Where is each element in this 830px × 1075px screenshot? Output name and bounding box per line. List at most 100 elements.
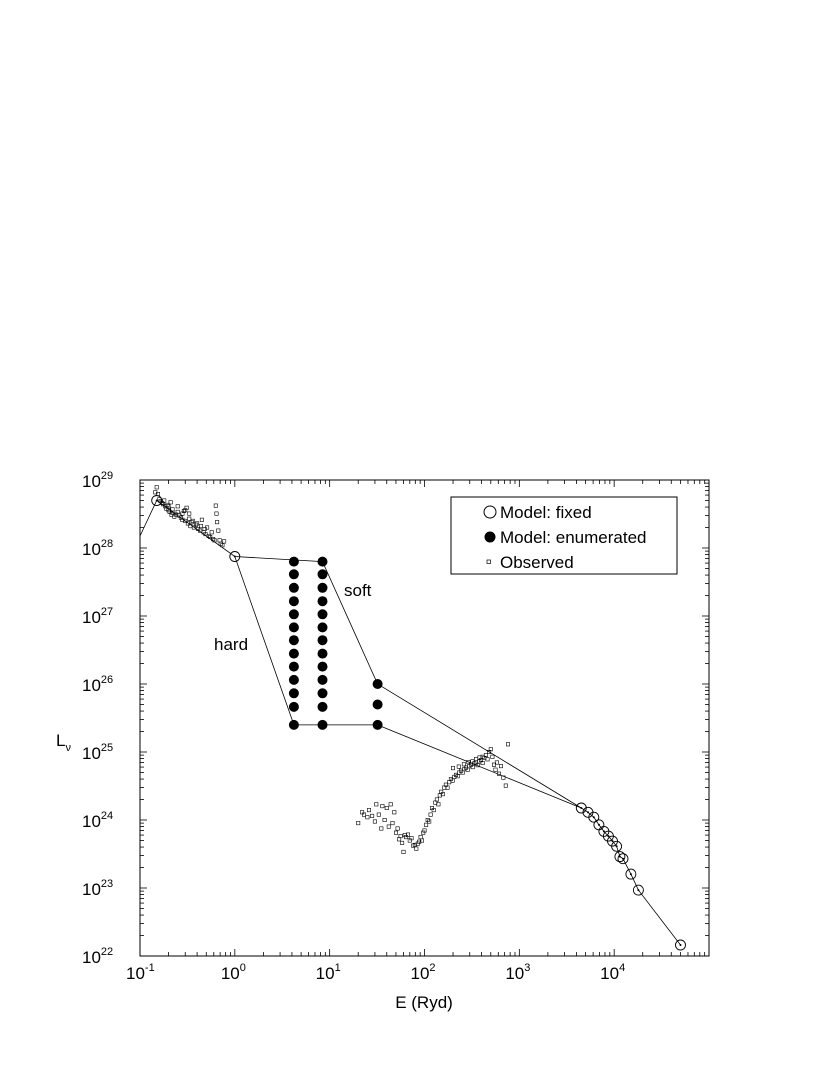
observed-point [194, 522, 199, 527]
observed-point [189, 520, 194, 525]
fixed-point-center [611, 840, 614, 843]
observed-point [190, 518, 195, 523]
observed-point [195, 521, 200, 526]
observed-point [215, 520, 220, 525]
fixed-point-center [233, 555, 236, 558]
enumerated-point [317, 596, 328, 607]
fixed-points [151, 495, 686, 951]
enumerated-point [288, 609, 299, 620]
enumerated-point [317, 674, 328, 685]
enumerated-point [288, 674, 299, 685]
fixed-point-center [580, 807, 583, 809]
observed-point [421, 830, 426, 835]
observed-point [212, 538, 217, 543]
observed-point [175, 504, 180, 509]
x-axis-label: E (Ryd) [395, 993, 453, 1012]
x-tick-label: 100 [221, 962, 246, 983]
x-tick-label: 10-1 [126, 962, 155, 983]
observed-point [214, 511, 219, 516]
observed-point [427, 819, 432, 824]
observed-point [456, 764, 461, 769]
observed-point [470, 759, 475, 764]
observed-point [361, 812, 366, 817]
observed-point [372, 819, 377, 824]
fixed-point [625, 868, 637, 880]
observed-point [440, 792, 445, 797]
y-tick-label: 1029 [82, 470, 113, 491]
x-tick-label: 104 [600, 962, 625, 983]
legend: Model: fixed Model: enumerated Observed [450, 496, 678, 575]
observed-point [414, 846, 419, 851]
fixed-point-center [622, 857, 624, 860]
observed-point [165, 502, 170, 507]
observed-point [474, 756, 479, 761]
observed-point [208, 534, 213, 539]
enumerated-point [317, 635, 328, 646]
observed-point [154, 485, 159, 490]
fixed-point [632, 884, 644, 896]
fixed-point-center [618, 855, 621, 858]
observed-point [395, 826, 400, 831]
enumerated-point [317, 622, 328, 633]
legend-label-observed: Observed [500, 553, 574, 572]
enumerated-point [317, 569, 328, 580]
observed-point [485, 757, 490, 762]
y-tick-label: 1024 [82, 810, 113, 831]
observed-point [180, 517, 185, 522]
observed-point [217, 538, 222, 543]
enumerated-point [372, 679, 383, 689]
observed-point [392, 810, 397, 815]
observed-point [390, 821, 395, 826]
observed-point [488, 747, 493, 752]
fixed-point-center [602, 830, 605, 833]
enumerated-point [288, 719, 299, 730]
y-tick-label: 1028 [82, 538, 113, 559]
model-line-hard [234, 556, 582, 809]
fixed-point-center [637, 889, 640, 892]
x-tick-label: 103 [505, 962, 530, 983]
fixed-point-center [629, 873, 632, 876]
fixed-point-center [679, 944, 682, 946]
observed-point [356, 821, 361, 826]
observed-point [419, 838, 424, 843]
observed-point [175, 509, 180, 514]
observed-point [503, 783, 508, 788]
fixed-point-center [155, 499, 158, 502]
observed-point [428, 812, 433, 817]
legend-marker-observed [486, 559, 491, 564]
enumerated-point [317, 609, 328, 620]
observed-point [496, 771, 501, 776]
enumerated-point [288, 582, 299, 593]
y-tick-label: 1026 [82, 674, 113, 695]
enumerated-point [288, 648, 299, 659]
y-tick-label: 1022 [82, 946, 113, 967]
observed-point [417, 839, 422, 844]
enumerated-point [288, 556, 299, 567]
fixed-point-center [592, 816, 595, 819]
observed-point [480, 760, 485, 765]
observed-point [209, 530, 214, 535]
observed-point [445, 785, 450, 790]
observed-point [170, 507, 175, 512]
observed-point [168, 500, 173, 505]
model-line-soft [139, 499, 582, 809]
observed-point [393, 830, 398, 835]
observed-point [498, 764, 503, 769]
observed-point [461, 762, 466, 767]
observed-point [501, 775, 506, 780]
fixed-point [617, 853, 629, 865]
fixed-point [151, 495, 163, 506]
observed-point [382, 817, 387, 822]
observed-point [491, 762, 496, 767]
fixed-point [611, 840, 623, 852]
y-tick-label: 1025 [82, 742, 113, 763]
observed-point [184, 505, 189, 510]
observed-point [380, 804, 385, 809]
observed-point [418, 835, 423, 840]
enumerated-point [288, 635, 299, 646]
enumerated-point [288, 596, 299, 607]
enumerated-point [317, 688, 328, 699]
observed-point [493, 767, 498, 772]
legend-marker-fixed [483, 505, 497, 519]
